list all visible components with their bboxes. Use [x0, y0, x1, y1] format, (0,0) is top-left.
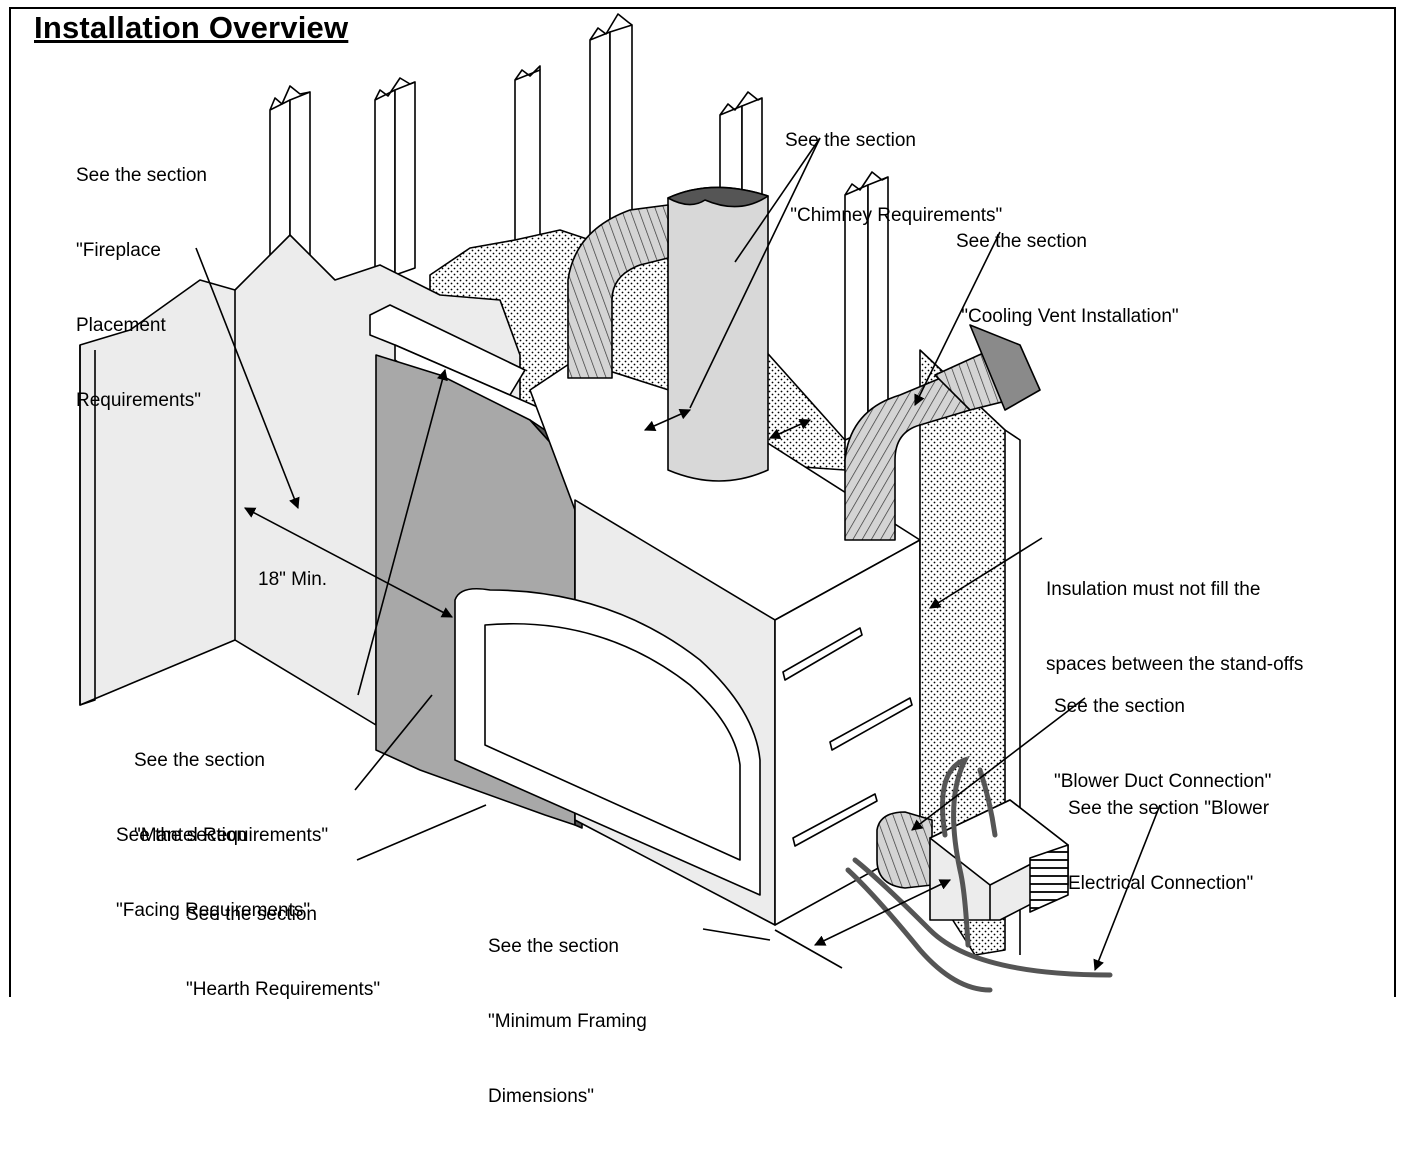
callout-line: See the section	[956, 231, 1087, 252]
callout-line: "Cooling Vent Installation"	[956, 306, 1179, 327]
cooling-duct-left	[567, 204, 669, 379]
callout-blower-electrical: See the section "Blower Electrical Conne…	[1068, 746, 1269, 946]
vent-plate	[969, 324, 1041, 411]
callout-line: See the section	[134, 750, 265, 771]
chimney-pipe	[667, 186, 769, 482]
callout-line: spaces between the stand-offs	[1046, 654, 1304, 675]
louvers	[782, 627, 913, 847]
callout-line: Dimensions"	[488, 1086, 595, 1107]
diagram-frame: Installation Overview See the section "C…	[9, 7, 1396, 1107]
callout-line: "Minimum Framing	[488, 1011, 647, 1032]
callout-line: See the section	[488, 936, 619, 957]
callout-insulation: Insulation must not fill the spaces betw…	[1046, 527, 1303, 727]
leader-lines	[195, 137, 1161, 972]
callout-line: Requirements"	[76, 390, 202, 411]
callout-line: See the section	[785, 130, 916, 151]
callout-line: See the section	[116, 825, 247, 846]
callout-hearth: See the section "Hearth Requirements"	[186, 852, 380, 1052]
callout-line: "Hearth Requirements"	[186, 979, 381, 1000]
callout-blower-duct: See the section "Blower Duct Connection"	[1054, 644, 1271, 844]
callout-line: Placement	[76, 315, 166, 336]
callout-framing: See the section "Minimum Framing Dimensi…	[488, 884, 647, 1159]
callout-line: "Mantel Requirements"	[134, 825, 329, 846]
callout-line: "Facing Requirements"	[116, 900, 311, 921]
callout-placement: See the section "Fireplace Placement Req…	[76, 113, 207, 463]
callout-line: See the section	[76, 165, 207, 186]
callout-line: "Blower Duct Connection"	[1054, 771, 1272, 792]
callout-line: "Fireplace	[76, 240, 161, 261]
callout-cooling-vent: See the section "Cooling Vent Installati…	[956, 179, 1179, 379]
callout-mantel: See the section "Mantel Requirements"	[134, 698, 328, 898]
callout-line: See the section	[1054, 696, 1185, 717]
dimension-label-18-min: 18" Min.	[258, 569, 328, 590]
callout-line: See the section "Blower	[1068, 798, 1270, 819]
callout-line: "Chimney Requirements"	[785, 205, 1003, 226]
blower-duct	[876, 811, 933, 889]
callout-facing: See the section "Facing Requirements"	[116, 773, 310, 973]
fireplace-illustration	[79, 13, 1161, 993]
callout-chimney: See the section "Chimney Requirements"	[785, 78, 1002, 278]
wall-studs	[269, 24, 889, 441]
frame-border	[9, 7, 1396, 997]
callout-line: See the section	[186, 904, 317, 925]
callout-line: Insulation must not fill the	[1046, 579, 1261, 600]
page-title: Installation Overview	[34, 10, 349, 45]
callout-line: Electrical Connection"	[1068, 873, 1254, 894]
